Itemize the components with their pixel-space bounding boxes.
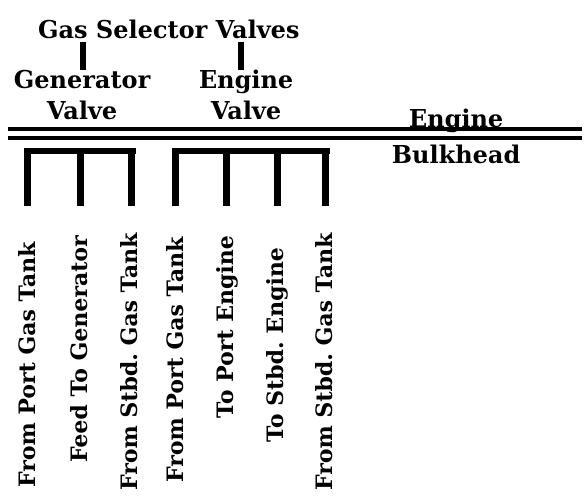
line-label-from-stbd-gas-tank-1: From Stbd. Gas Tank xyxy=(117,232,143,490)
line-label-from-stbd-gas-tank-2: From Stbd. Gas Tank xyxy=(312,232,338,490)
line-label-from-port-gas-tank-2: From Port Gas Tank xyxy=(163,236,189,482)
line-label-to-stbd-engine: To Stbd. Engine xyxy=(263,247,289,442)
line-label-feed-to-generator: Feed To Generator xyxy=(67,235,93,462)
line-label-from-port-gas-tank-1: From Port Gas Tank xyxy=(15,241,41,487)
bulkhead-label-line2: Bulkhead xyxy=(391,140,521,169)
line-label-to-port-engine: To Port Engine xyxy=(213,235,239,418)
bulkhead-line-bottom xyxy=(8,136,582,140)
engine-pipe-port-tank xyxy=(172,148,179,206)
diagram-title: Gas Selector Valves xyxy=(38,15,300,44)
engine-pipe-port-engine xyxy=(223,148,230,206)
engine-valve-label-line1: Engine xyxy=(198,65,294,94)
generator-valve-label-line1: Generator xyxy=(13,65,151,94)
generator-pipe-port-tank xyxy=(24,148,31,206)
engine-valve-label-line2: Valve xyxy=(210,96,282,125)
engine-manifold-bar xyxy=(172,148,330,154)
engine-pipe-stbd-tank xyxy=(322,148,329,206)
bulkhead-line-top xyxy=(8,127,582,131)
engine-pipe-stbd-engine xyxy=(274,148,281,206)
engine-pointer-stem xyxy=(238,42,244,70)
generator-valve-label-line2: Valve xyxy=(46,96,118,125)
bulkhead-label-line1: Engine xyxy=(408,104,504,133)
generator-pointer-stem xyxy=(80,42,86,70)
generator-pipe-feed xyxy=(77,148,84,206)
generator-pipe-stbd-tank xyxy=(128,148,135,206)
